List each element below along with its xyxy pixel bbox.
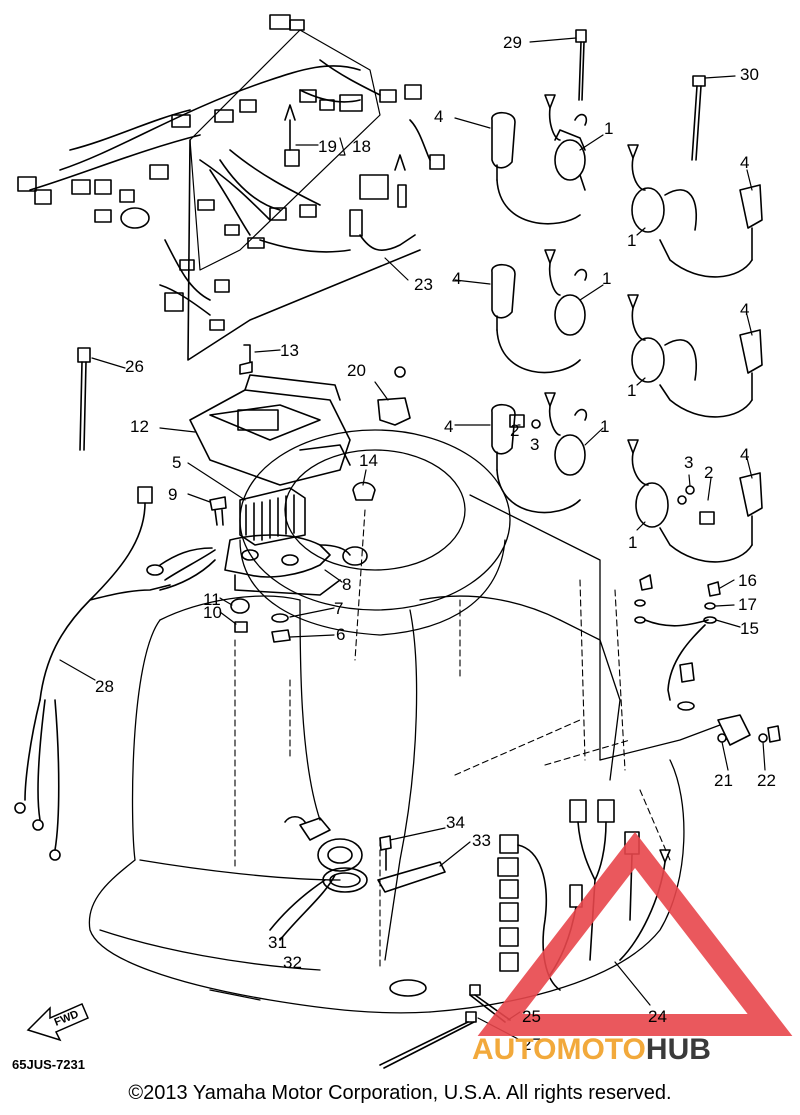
ignition-coil-group-right <box>627 144 763 563</box>
watermark-text-part2: HUB <box>645 1033 711 1066</box>
cable-tie-27 <box>379 1011 477 1069</box>
callout-22: 22 <box>757 771 776 790</box>
grommet-31 <box>269 815 368 941</box>
callout-1: 1 <box>627 381 636 400</box>
automotohub-logo-icon <box>477 831 793 1036</box>
callout-17: 17 <box>738 595 757 614</box>
lead-wire-28 <box>14 486 216 861</box>
callout-25: 25 <box>522 1007 541 1026</box>
watermark-text-part1: AUTOMOTO <box>472 1033 646 1066</box>
callout-9: 9 <box>168 485 177 504</box>
callout-4: 4 <box>452 269 461 288</box>
callout-10: 10 <box>203 603 222 622</box>
cover-12 <box>189 344 351 486</box>
cable-tie-29 <box>575 29 587 101</box>
cable-tie-30 <box>691 75 706 161</box>
callout-2: 2 <box>510 421 519 440</box>
callout-28: 28 <box>95 677 114 696</box>
callout-24: 24 <box>648 1007 667 1026</box>
callout-29: 29 <box>503 33 522 52</box>
clamp-14 <box>352 481 376 501</box>
wiring-connectors-24 <box>497 799 671 991</box>
wire-harness-18 <box>17 14 445 361</box>
bracket-20 <box>377 366 411 426</box>
callout-26: 26 <box>125 357 144 376</box>
callout-1: 1 <box>628 533 637 552</box>
copyright-notice: ©2013 Yamaha Motor Corporation, U.S.A. A… <box>128 1082 672 1104</box>
callout-3: 3 <box>684 453 693 472</box>
callout-1: 1 <box>602 269 611 288</box>
dashed-guides <box>234 509 671 971</box>
drain-hole <box>389 979 427 997</box>
callout-1: 1 <box>600 417 609 436</box>
callout-11: 11 <box>203 590 221 609</box>
callout-12: 12 <box>130 417 149 436</box>
callout-7: 7 <box>334 599 343 618</box>
switch-21 <box>717 714 781 746</box>
callout-20: 20 <box>347 361 366 380</box>
callout-31: 31 <box>268 933 287 952</box>
callout-18: 18 <box>352 137 371 156</box>
callout-4: 4 <box>740 153 749 172</box>
callout-16: 16 <box>738 571 757 590</box>
fwd-arrow-icon: FWD <box>26 1003 89 1042</box>
callout-19: 19 <box>318 137 337 156</box>
callout-4: 4 <box>740 300 749 319</box>
callout-32: 32 <box>283 953 302 972</box>
engine-body-outline <box>88 429 721 1014</box>
callout-27: 27 <box>522 1035 541 1054</box>
cable-tie-26 <box>77 347 91 451</box>
callout-21: 21 <box>714 771 733 790</box>
callout-1: 1 <box>604 119 613 138</box>
ground-lead-15 <box>634 574 721 711</box>
ignition-coil-group-left <box>491 94 588 514</box>
callout-5: 5 <box>172 453 181 472</box>
callout-6: 6 <box>336 625 345 644</box>
callout-14: 14 <box>359 451 378 470</box>
rectifier-regulator-assembly <box>159 487 368 643</box>
callout-13: 13 <box>280 341 299 360</box>
callout-4: 4 <box>740 445 749 464</box>
callout-4: 4 <box>444 417 453 436</box>
callout-23: 23 <box>414 275 433 294</box>
callout-4: 4 <box>434 107 443 126</box>
callout-1: 1 <box>627 231 636 250</box>
callout-3: 3 <box>530 435 539 454</box>
bracket-33 <box>377 835 446 893</box>
part-code: 65JUS-7231 <box>12 1057 85 1072</box>
callout-8: 8 <box>342 575 351 594</box>
watermark-text: AUTOMOTOHUB <box>472 1033 711 1067</box>
callout-30: 30 <box>740 65 759 84</box>
callout-2: 2 <box>704 463 713 482</box>
callout-34: 34 <box>446 813 465 832</box>
callout-33: 33 <box>472 831 491 850</box>
callout-15: 15 <box>740 619 759 638</box>
